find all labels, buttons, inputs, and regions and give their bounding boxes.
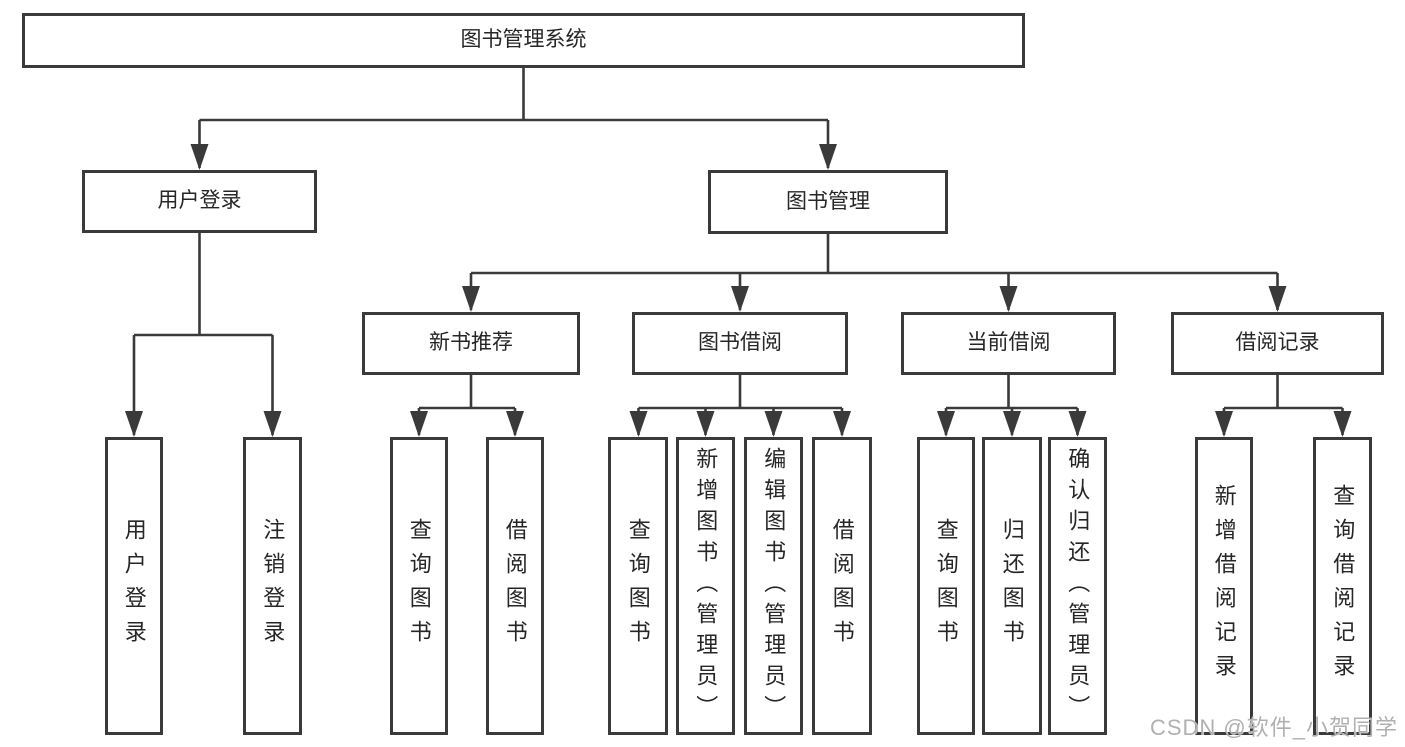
leaf-confirm-return-admin: 确认归还（管理员） (1048, 437, 1107, 735)
node-user-login: 用户登录 (82, 170, 317, 233)
leaf-add-borrow-record: 新增借阅记录 (1195, 437, 1253, 735)
leaf-query-books-current: 查询图书 (917, 437, 975, 735)
leaf-query-books-borrowing: 查询图书 (608, 437, 668, 735)
node-new-book-recommendation: 新书推荐 (362, 312, 580, 375)
leaf-edit-book-admin: 编辑图书（管理员） (744, 437, 803, 735)
leaf-logout: 注销登录 (243, 437, 302, 735)
node-current-borrowing: 当前借阅 (901, 312, 1116, 375)
watermark: CSDN @软件_小贺同学 (1149, 715, 1398, 740)
leaf-query-borrow-record: 查询借阅记录 (1313, 437, 1372, 735)
node-book-management: 图书管理 (708, 170, 948, 234)
leaf-borrow-books-recommend: 借阅图书 (486, 437, 544, 735)
node-library-management-system: 图书管理系统 (22, 13, 1025, 68)
connector-bars (134, 68, 1343, 410)
leaf-query-books-recommend: 查询图书 (390, 437, 448, 735)
leaf-add-book-admin: 新增图书（管理员） (676, 437, 735, 735)
leaf-borrow-books-borrowing: 借阅图书 (812, 437, 872, 735)
node-borrowing-records: 借阅记录 (1171, 312, 1384, 375)
leaf-user-login: 用户登录 (105, 437, 163, 735)
node-book-borrowing: 图书借阅 (632, 312, 848, 375)
leaf-return-book: 归还图书 (982, 437, 1042, 735)
